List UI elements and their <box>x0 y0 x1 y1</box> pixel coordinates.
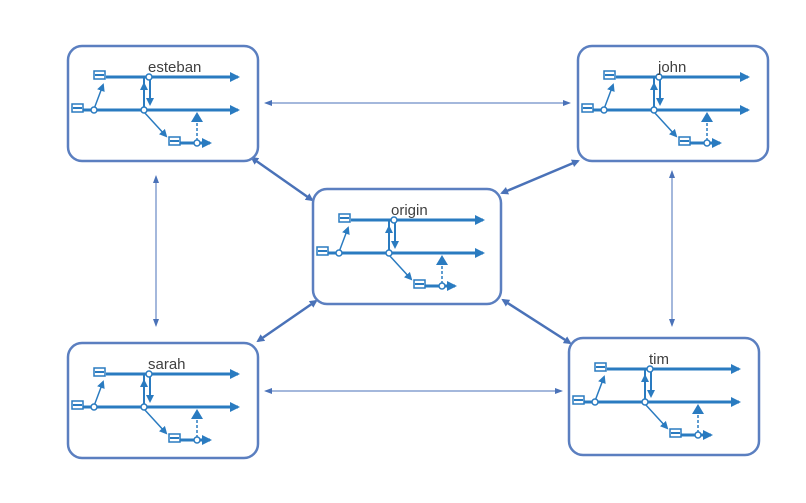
repo-box <box>66 44 260 163</box>
repo-node-john: john <box>576 44 770 163</box>
connection-esteban-origin <box>250 156 314 202</box>
repo-node-origin: origin <box>311 187 503 306</box>
connections <box>153 100 675 394</box>
repo-label: john <box>657 59 686 76</box>
connection-john-origin <box>500 159 580 195</box>
repo-label: origin <box>391 202 428 219</box>
repo-box <box>567 336 761 457</box>
connection-sarah-origin <box>256 299 318 343</box>
repo-box <box>66 341 260 460</box>
repo-box <box>311 187 503 306</box>
repo-node-esteban: esteban <box>66 44 260 163</box>
connection-tim-origin <box>501 298 572 345</box>
repo-label: tim <box>649 351 669 368</box>
repo-label: esteban <box>148 59 201 76</box>
repo-label: sarah <box>148 356 186 373</box>
repo-node-sarah: sarah <box>66 341 260 460</box>
repo-node-tim: tim <box>567 336 761 457</box>
repo-box <box>576 44 770 163</box>
